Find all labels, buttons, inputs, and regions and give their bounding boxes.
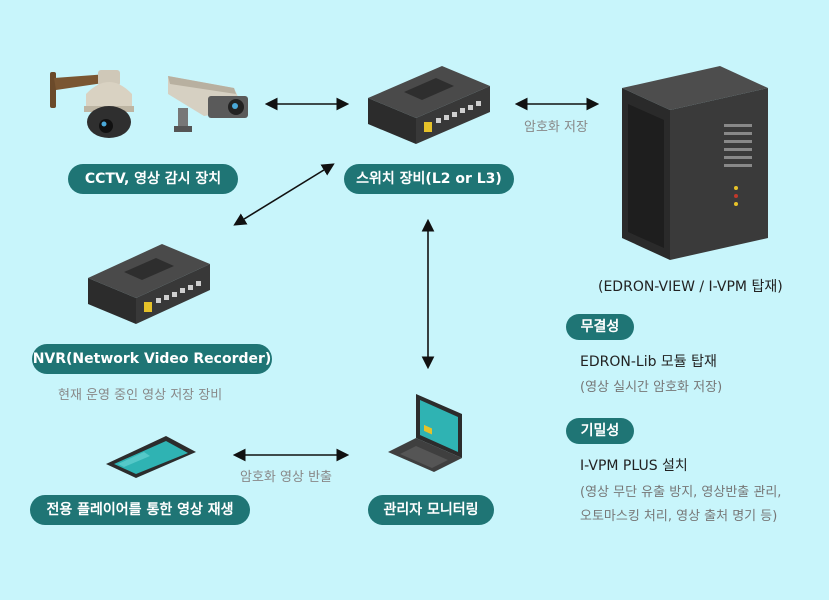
server-label: (EDRON-VIEW / I-VPM 탑재) bbox=[598, 279, 783, 295]
nvr-device-icon bbox=[88, 244, 210, 324]
server-tower-icon bbox=[622, 66, 768, 260]
nvr-label: NVR(Network Video Recorder) bbox=[32, 344, 272, 374]
feature-tag-confidentiality: 기밀성 bbox=[566, 418, 634, 444]
feature-title-integrity: EDRON-Lib 모듈 탑재 bbox=[580, 354, 717, 370]
monitor-label: 관리자 모니터링 bbox=[368, 495, 494, 525]
cctv-label: CCTV, 영상 감시 장치 bbox=[68, 164, 238, 194]
encrypt-store-label: 암호화 저장 bbox=[524, 120, 588, 135]
network-switch-icon bbox=[368, 66, 490, 144]
dome-camera-icon bbox=[50, 70, 134, 138]
feature-desc-integrity: (영상 실시간 암호화 저장) bbox=[580, 380, 723, 395]
feature-desc-confidentiality-line1: (영상 무단 유출 방지, 영상반출 관리, bbox=[580, 485, 782, 500]
switch-label: 스위치 장비(L2 or L3) bbox=[344, 164, 514, 194]
player-label: 전용 플레이어를 통한 영상 재생 bbox=[30, 495, 250, 525]
bullet-camera-icon bbox=[168, 76, 248, 132]
laptop-icon bbox=[388, 394, 462, 472]
encrypt-export-label: 암호화 영상 반출 bbox=[240, 470, 332, 485]
feature-title-confidentiality: I-VPM PLUS 설치 bbox=[580, 458, 688, 474]
feature-tag-integrity: 무결성 bbox=[566, 314, 634, 340]
nvr-description: 현재 운영 중인 영상 저장 장비 bbox=[58, 388, 223, 403]
tablet-icon bbox=[106, 436, 196, 478]
arrow-switch-nvr bbox=[233, 163, 335, 226]
feature-desc-confidentiality-line2: 오토마스킹 처리, 영상 출처 명기 등) bbox=[580, 509, 778, 524]
